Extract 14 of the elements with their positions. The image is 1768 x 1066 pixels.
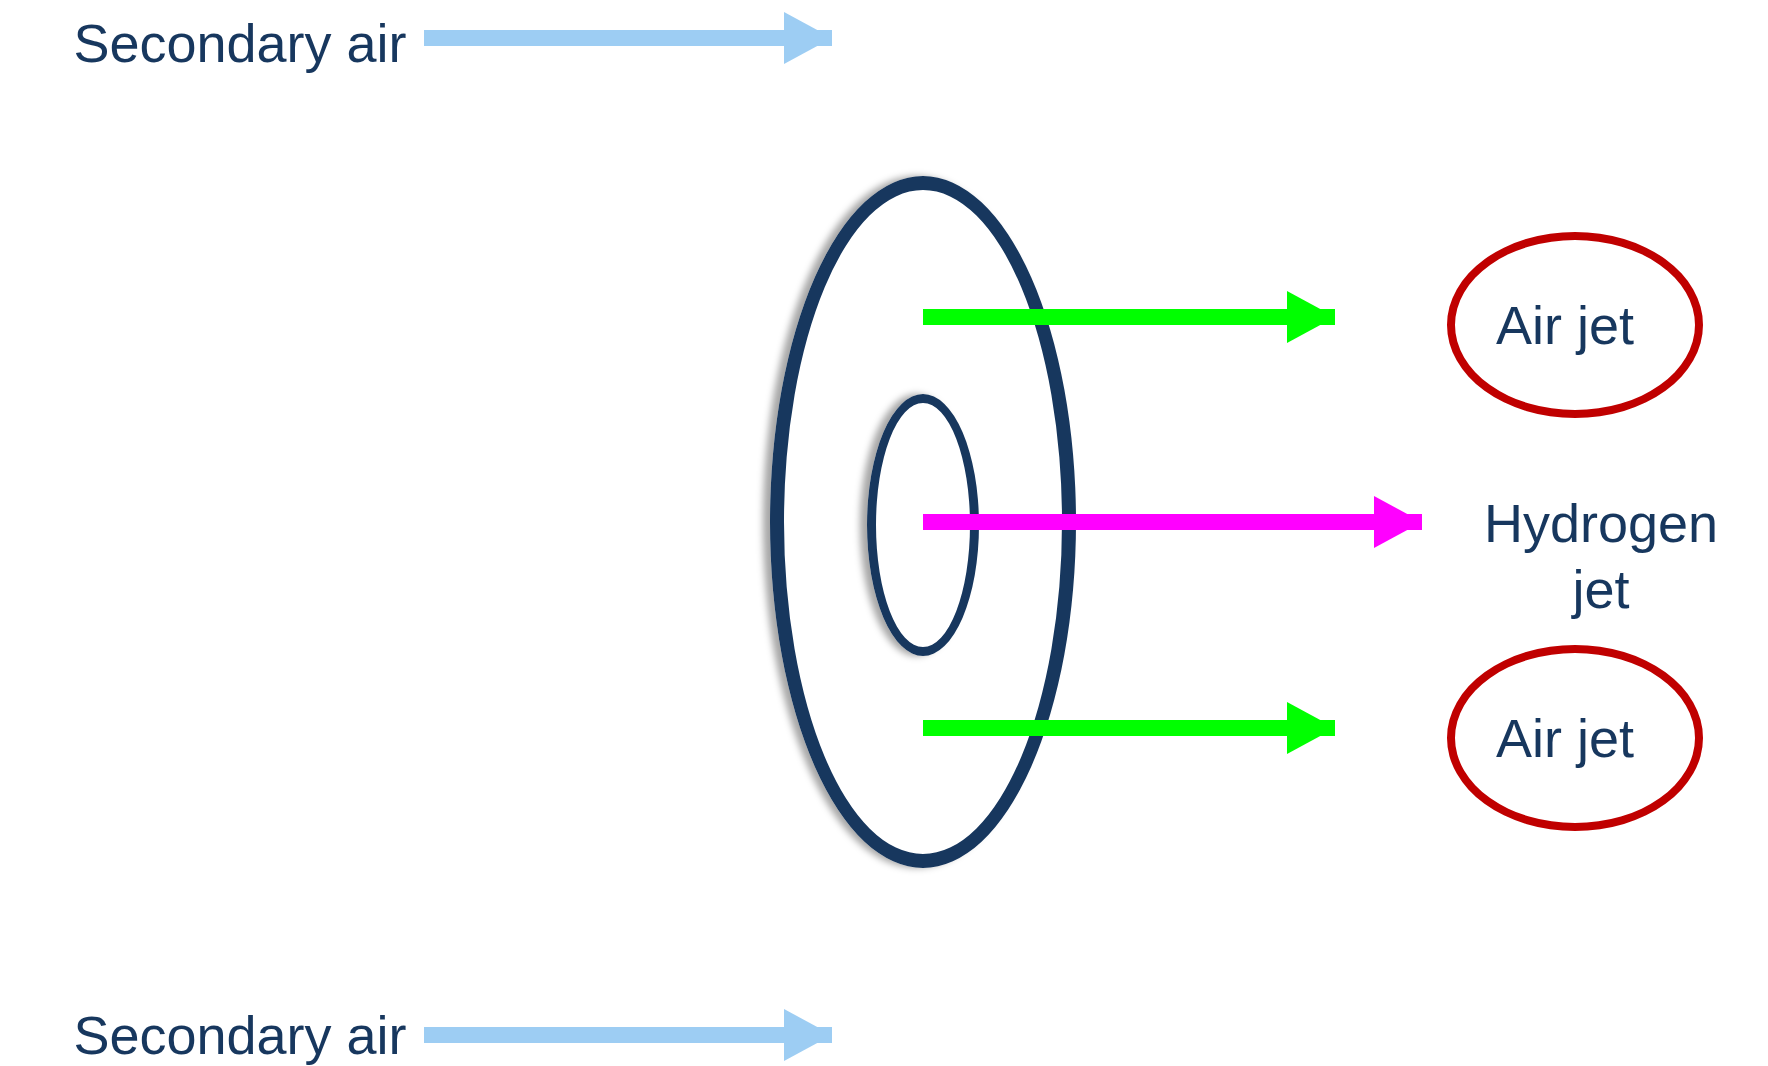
arrow (424, 1009, 832, 1061)
arrow (923, 291, 1335, 343)
flow-label: Secondary air (40, 8, 440, 78)
flow-label: Hydrogen jet (1462, 486, 1740, 626)
ellipse-label-outline (1447, 645, 1703, 831)
ellipse-label-outline (1447, 232, 1703, 418)
arrow (424, 12, 832, 64)
node-label: Air jet (1495, 294, 1634, 357)
outer-ellipse-ring (770, 176, 1076, 868)
node-label: Air jet (1495, 707, 1634, 770)
arrow (923, 496, 1422, 548)
arrow (923, 702, 1335, 754)
inner-ellipse-ring (867, 394, 979, 656)
flow-label: Secondary air (40, 1000, 440, 1066)
